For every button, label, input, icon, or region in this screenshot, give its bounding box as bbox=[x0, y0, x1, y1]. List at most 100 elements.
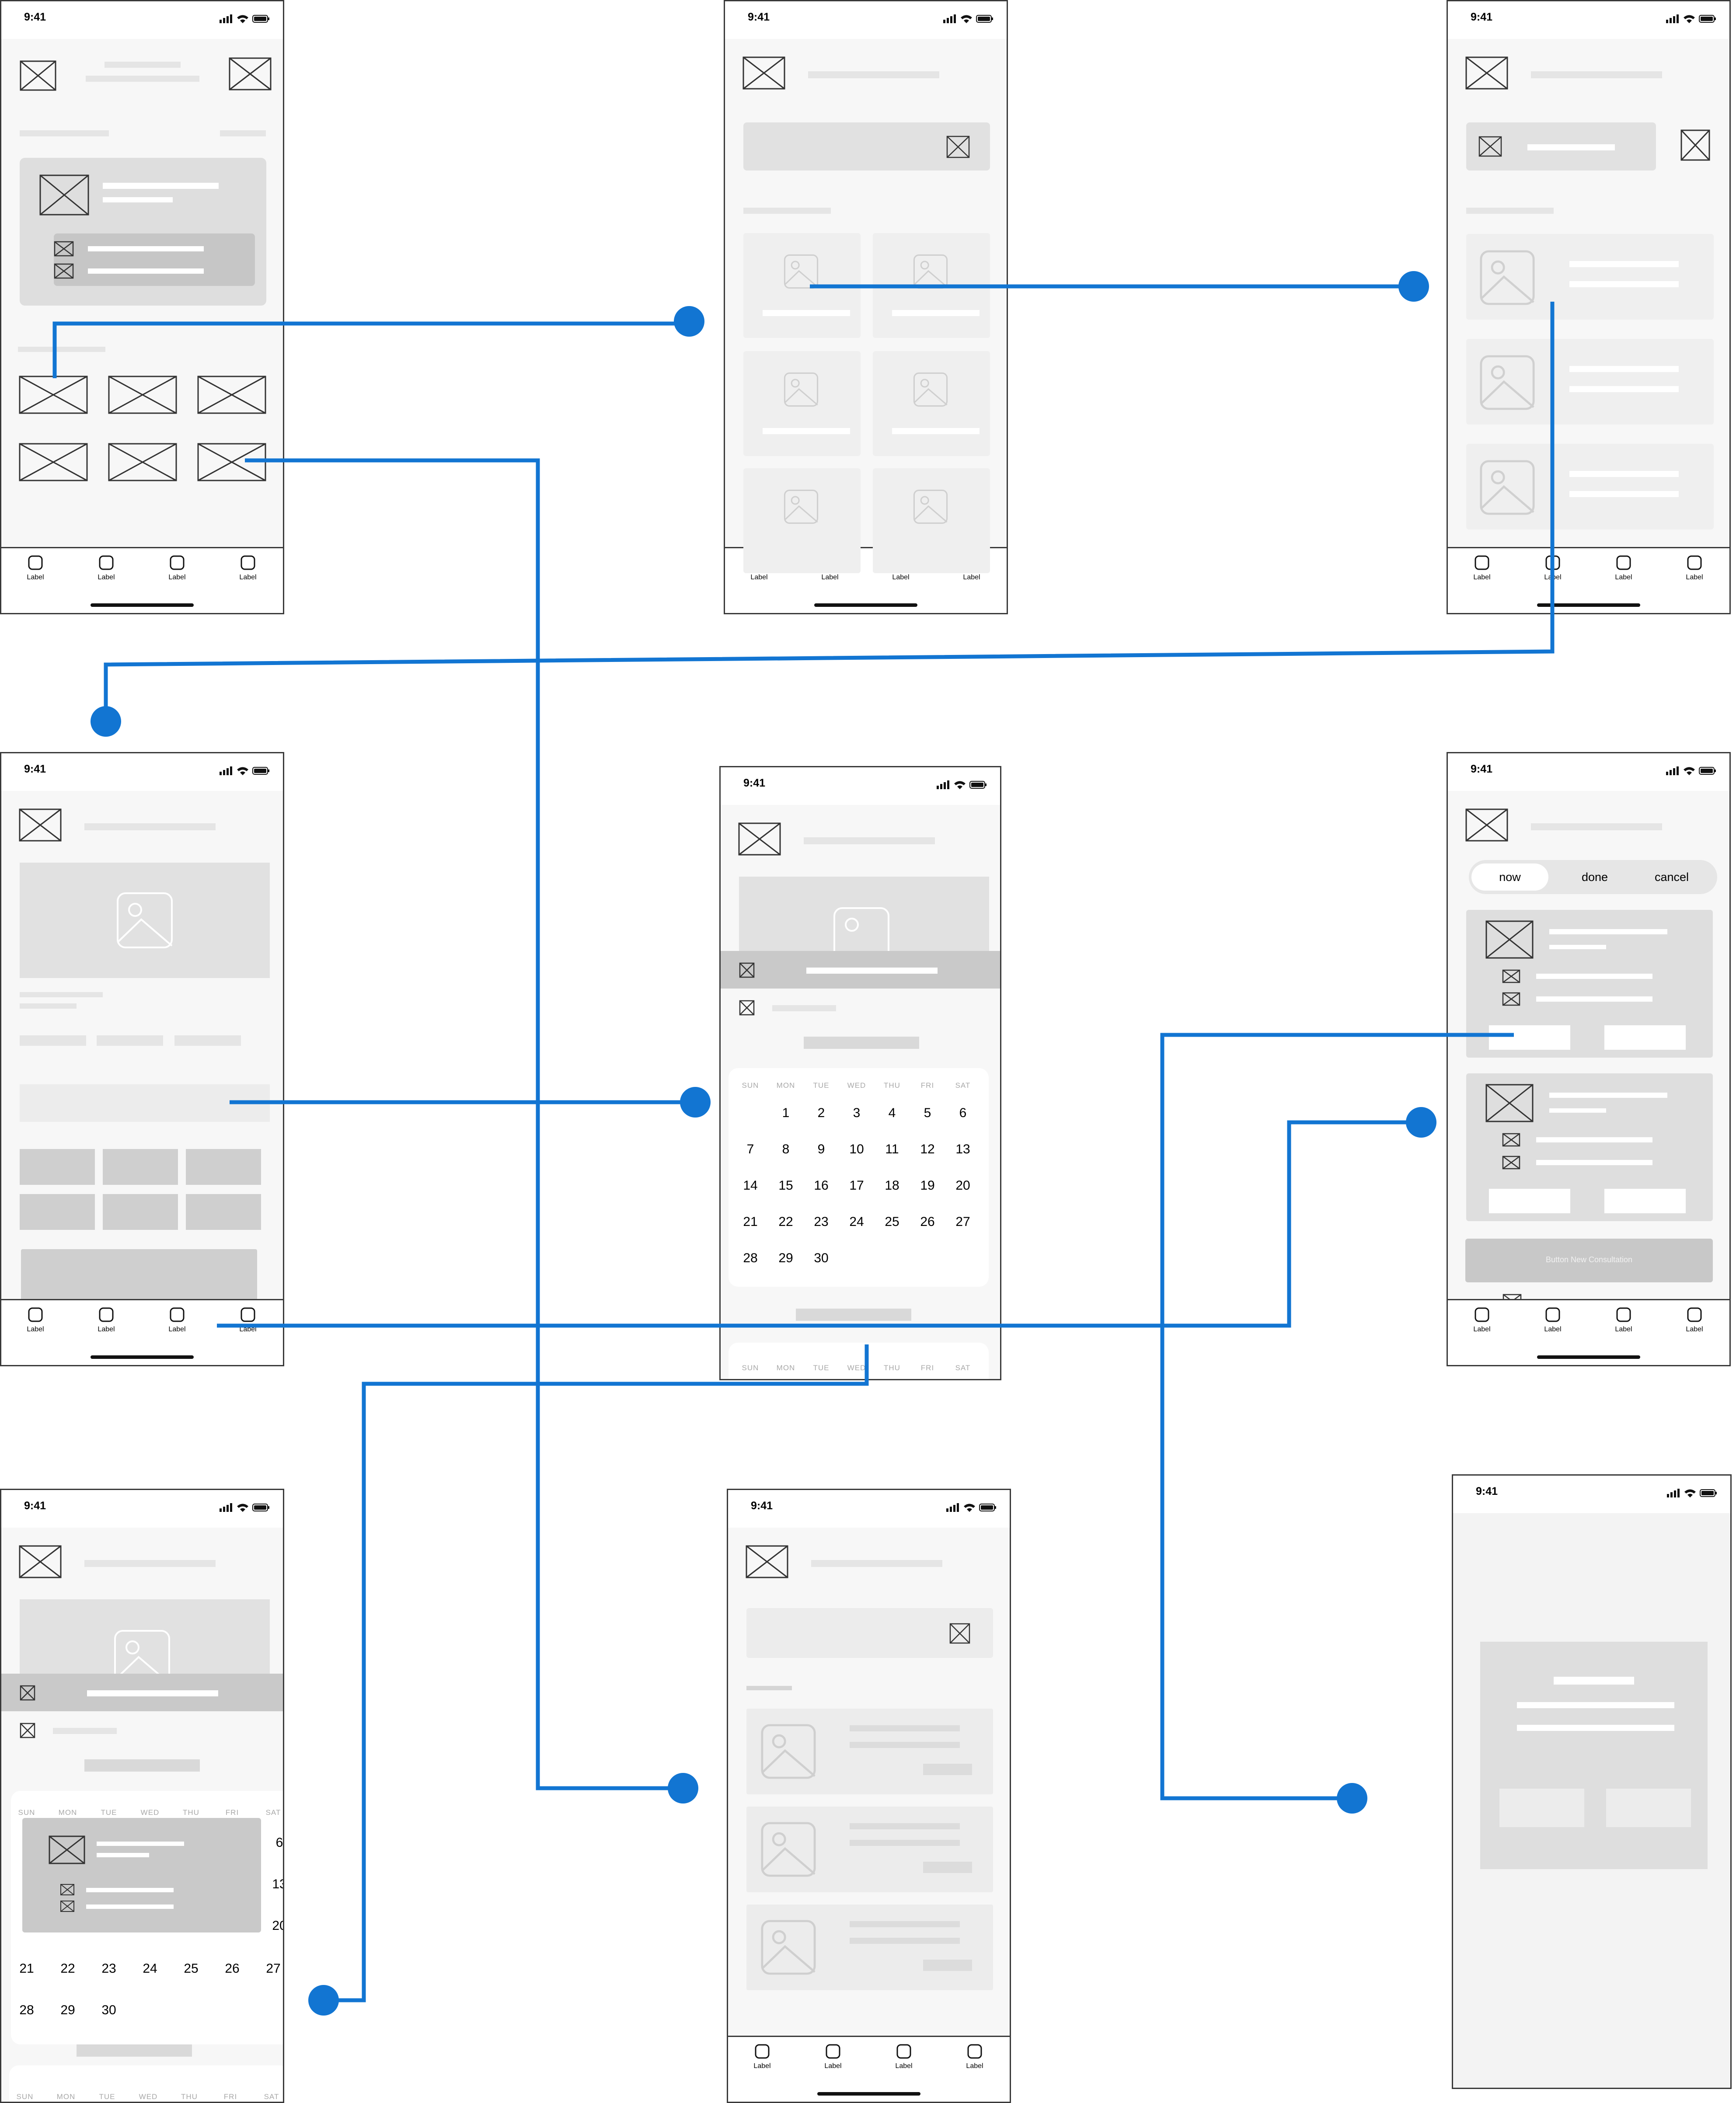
detail-chip[interactable] bbox=[174, 1035, 241, 1046]
appointment-popup[interactable] bbox=[22, 1818, 261, 1932]
tab-item-4[interactable]: Label bbox=[226, 555, 270, 581]
dialog-confirm-button[interactable] bbox=[1606, 1789, 1691, 1827]
result-item[interactable] bbox=[746, 1807, 993, 1892]
time-slot[interactable] bbox=[20, 1194, 95, 1230]
tab-item-4[interactable]: Label bbox=[953, 2044, 997, 2070]
tab-item-4[interactable]: Label bbox=[226, 1307, 270, 1334]
search-bar[interactable] bbox=[746, 1608, 993, 1658]
filter-bar[interactable] bbox=[1466, 122, 1656, 171]
list-item[interactable] bbox=[1466, 234, 1714, 320]
calendar-day[interactable]: 22 bbox=[60, 1961, 75, 1976]
grid-card[interactable] bbox=[743, 233, 861, 338]
list-item[interactable] bbox=[1466, 444, 1714, 529]
list-item[interactable] bbox=[1466, 339, 1714, 425]
calendar-day[interactable]: 10 bbox=[849, 1142, 864, 1156]
tab-item-4[interactable]: Label bbox=[1673, 1307, 1716, 1334]
search-bar[interactable] bbox=[743, 122, 990, 171]
calendar-day[interactable]: 9 bbox=[817, 1142, 825, 1156]
category-tile[interactable] bbox=[108, 376, 177, 416]
book-button[interactable] bbox=[21, 1249, 257, 1302]
back-icon[interactable] bbox=[1465, 808, 1508, 842]
placeholder-x-icon[interactable] bbox=[20, 60, 56, 91]
segment-done[interactable]: done bbox=[1581, 870, 1608, 884]
card-action-button[interactable] bbox=[1489, 1025, 1570, 1050]
calendar-day[interactable]: 17 bbox=[849, 1178, 864, 1193]
calendar-day[interactable]: 3 bbox=[853, 1106, 861, 1120]
time-slot[interactable] bbox=[186, 1149, 261, 1185]
category-tile[interactable] bbox=[108, 443, 177, 484]
time-slot[interactable] bbox=[103, 1149, 178, 1185]
result-item[interactable] bbox=[746, 1709, 993, 1794]
calendar-day[interactable]: 23 bbox=[814, 1215, 829, 1229]
calendar-day[interactable]: 6 bbox=[275, 1835, 283, 1850]
category-tile[interactable] bbox=[19, 376, 88, 416]
calendar-day[interactable]: 20 bbox=[272, 1918, 283, 1933]
calendar-day[interactable]: 5 bbox=[924, 1106, 931, 1120]
time-slot[interactable] bbox=[103, 1194, 178, 1230]
featured-card[interactable] bbox=[20, 158, 266, 306]
calendar-day[interactable]: 13 bbox=[272, 1877, 283, 1891]
new-consultation-button[interactable]: Button New Consultation bbox=[1465, 1239, 1713, 1282]
card-action-button[interactable] bbox=[1604, 1189, 1686, 1213]
consultation-card[interactable] bbox=[1466, 1073, 1713, 1221]
calendar-day[interactable]: 27 bbox=[266, 1961, 281, 1976]
card-action-button[interactable] bbox=[1604, 1025, 1686, 1050]
tab-item-3[interactable]: Label bbox=[1602, 555, 1645, 581]
tab-item-2[interactable]: Label bbox=[84, 1307, 128, 1334]
back-icon[interactable] bbox=[19, 1545, 62, 1578]
calendar-day[interactable]: 28 bbox=[743, 1251, 758, 1265]
back-icon[interactable] bbox=[746, 1545, 788, 1578]
calendar-day[interactable]: 19 bbox=[920, 1178, 935, 1193]
calendar-day[interactable]: 1 bbox=[782, 1106, 790, 1120]
calendar-day[interactable]: 7 bbox=[746, 1142, 754, 1156]
tab-item-3[interactable]: Label bbox=[155, 555, 199, 581]
tab-item-1[interactable]: Label bbox=[1460, 1307, 1504, 1334]
calendar-day[interactable]: 26 bbox=[225, 1961, 240, 1976]
tab-item-1[interactable]: Label bbox=[740, 2044, 784, 2070]
category-tile[interactable] bbox=[19, 443, 88, 484]
calendar-day[interactable]: 29 bbox=[778, 1251, 793, 1265]
calendar-day[interactable]: 25 bbox=[885, 1215, 899, 1229]
placeholder-x-icon[interactable] bbox=[20, 1723, 35, 1738]
placeholder-x-icon[interactable] bbox=[229, 57, 272, 91]
calendar-day[interactable]: 11 bbox=[885, 1142, 899, 1156]
card-action-button[interactable] bbox=[1489, 1189, 1570, 1213]
time-slot[interactable] bbox=[20, 1149, 95, 1185]
calendar-day[interactable]: 23 bbox=[101, 1961, 116, 1976]
grid-card[interactable] bbox=[873, 351, 990, 456]
calendar-day[interactable]: 28 bbox=[19, 2003, 34, 2017]
grid-card[interactable] bbox=[743, 351, 861, 456]
selected-bar[interactable] bbox=[721, 951, 1000, 989]
grid-card[interactable] bbox=[873, 468, 990, 573]
segment-cancel[interactable]: cancel bbox=[1654, 870, 1689, 884]
back-icon[interactable] bbox=[738, 822, 781, 856]
date-field[interactable] bbox=[20, 1084, 270, 1122]
tab-item-3[interactable]: Label bbox=[882, 2044, 926, 2070]
segment-now[interactable]: now bbox=[1471, 863, 1548, 891]
calendar-day[interactable]: 8 bbox=[782, 1142, 790, 1156]
calendar-day[interactable]: 13 bbox=[955, 1142, 970, 1156]
calendar-day[interactable]: 27 bbox=[955, 1215, 970, 1229]
result-item[interactable] bbox=[746, 1905, 993, 1990]
calendar-day[interactable]: 15 bbox=[778, 1178, 793, 1193]
category-tile[interactable] bbox=[197, 443, 266, 484]
category-tile[interactable] bbox=[197, 376, 266, 416]
tab-item-2[interactable]: Label bbox=[1531, 1307, 1575, 1334]
calendar-day[interactable]: 29 bbox=[60, 2003, 75, 2017]
back-icon[interactable] bbox=[1465, 56, 1508, 90]
calendar-day[interactable]: 30 bbox=[101, 2003, 116, 2017]
detail-chip[interactable] bbox=[20, 1035, 86, 1046]
tab-item-3[interactable]: Label bbox=[1602, 1307, 1645, 1334]
calendar-day[interactable]: 21 bbox=[743, 1215, 758, 1229]
consultation-card[interactable] bbox=[1466, 910, 1713, 1058]
calendar-day[interactable]: 6 bbox=[959, 1106, 967, 1120]
grid-card[interactable] bbox=[873, 233, 990, 338]
calendar-day[interactable]: 16 bbox=[814, 1178, 829, 1193]
calendar-day[interactable]: 30 bbox=[814, 1251, 829, 1265]
tab-item-2[interactable]: Label bbox=[84, 555, 128, 581]
calendar-day[interactable]: 18 bbox=[885, 1178, 899, 1193]
time-slot[interactable] bbox=[186, 1194, 261, 1230]
back-icon[interactable] bbox=[19, 808, 62, 842]
